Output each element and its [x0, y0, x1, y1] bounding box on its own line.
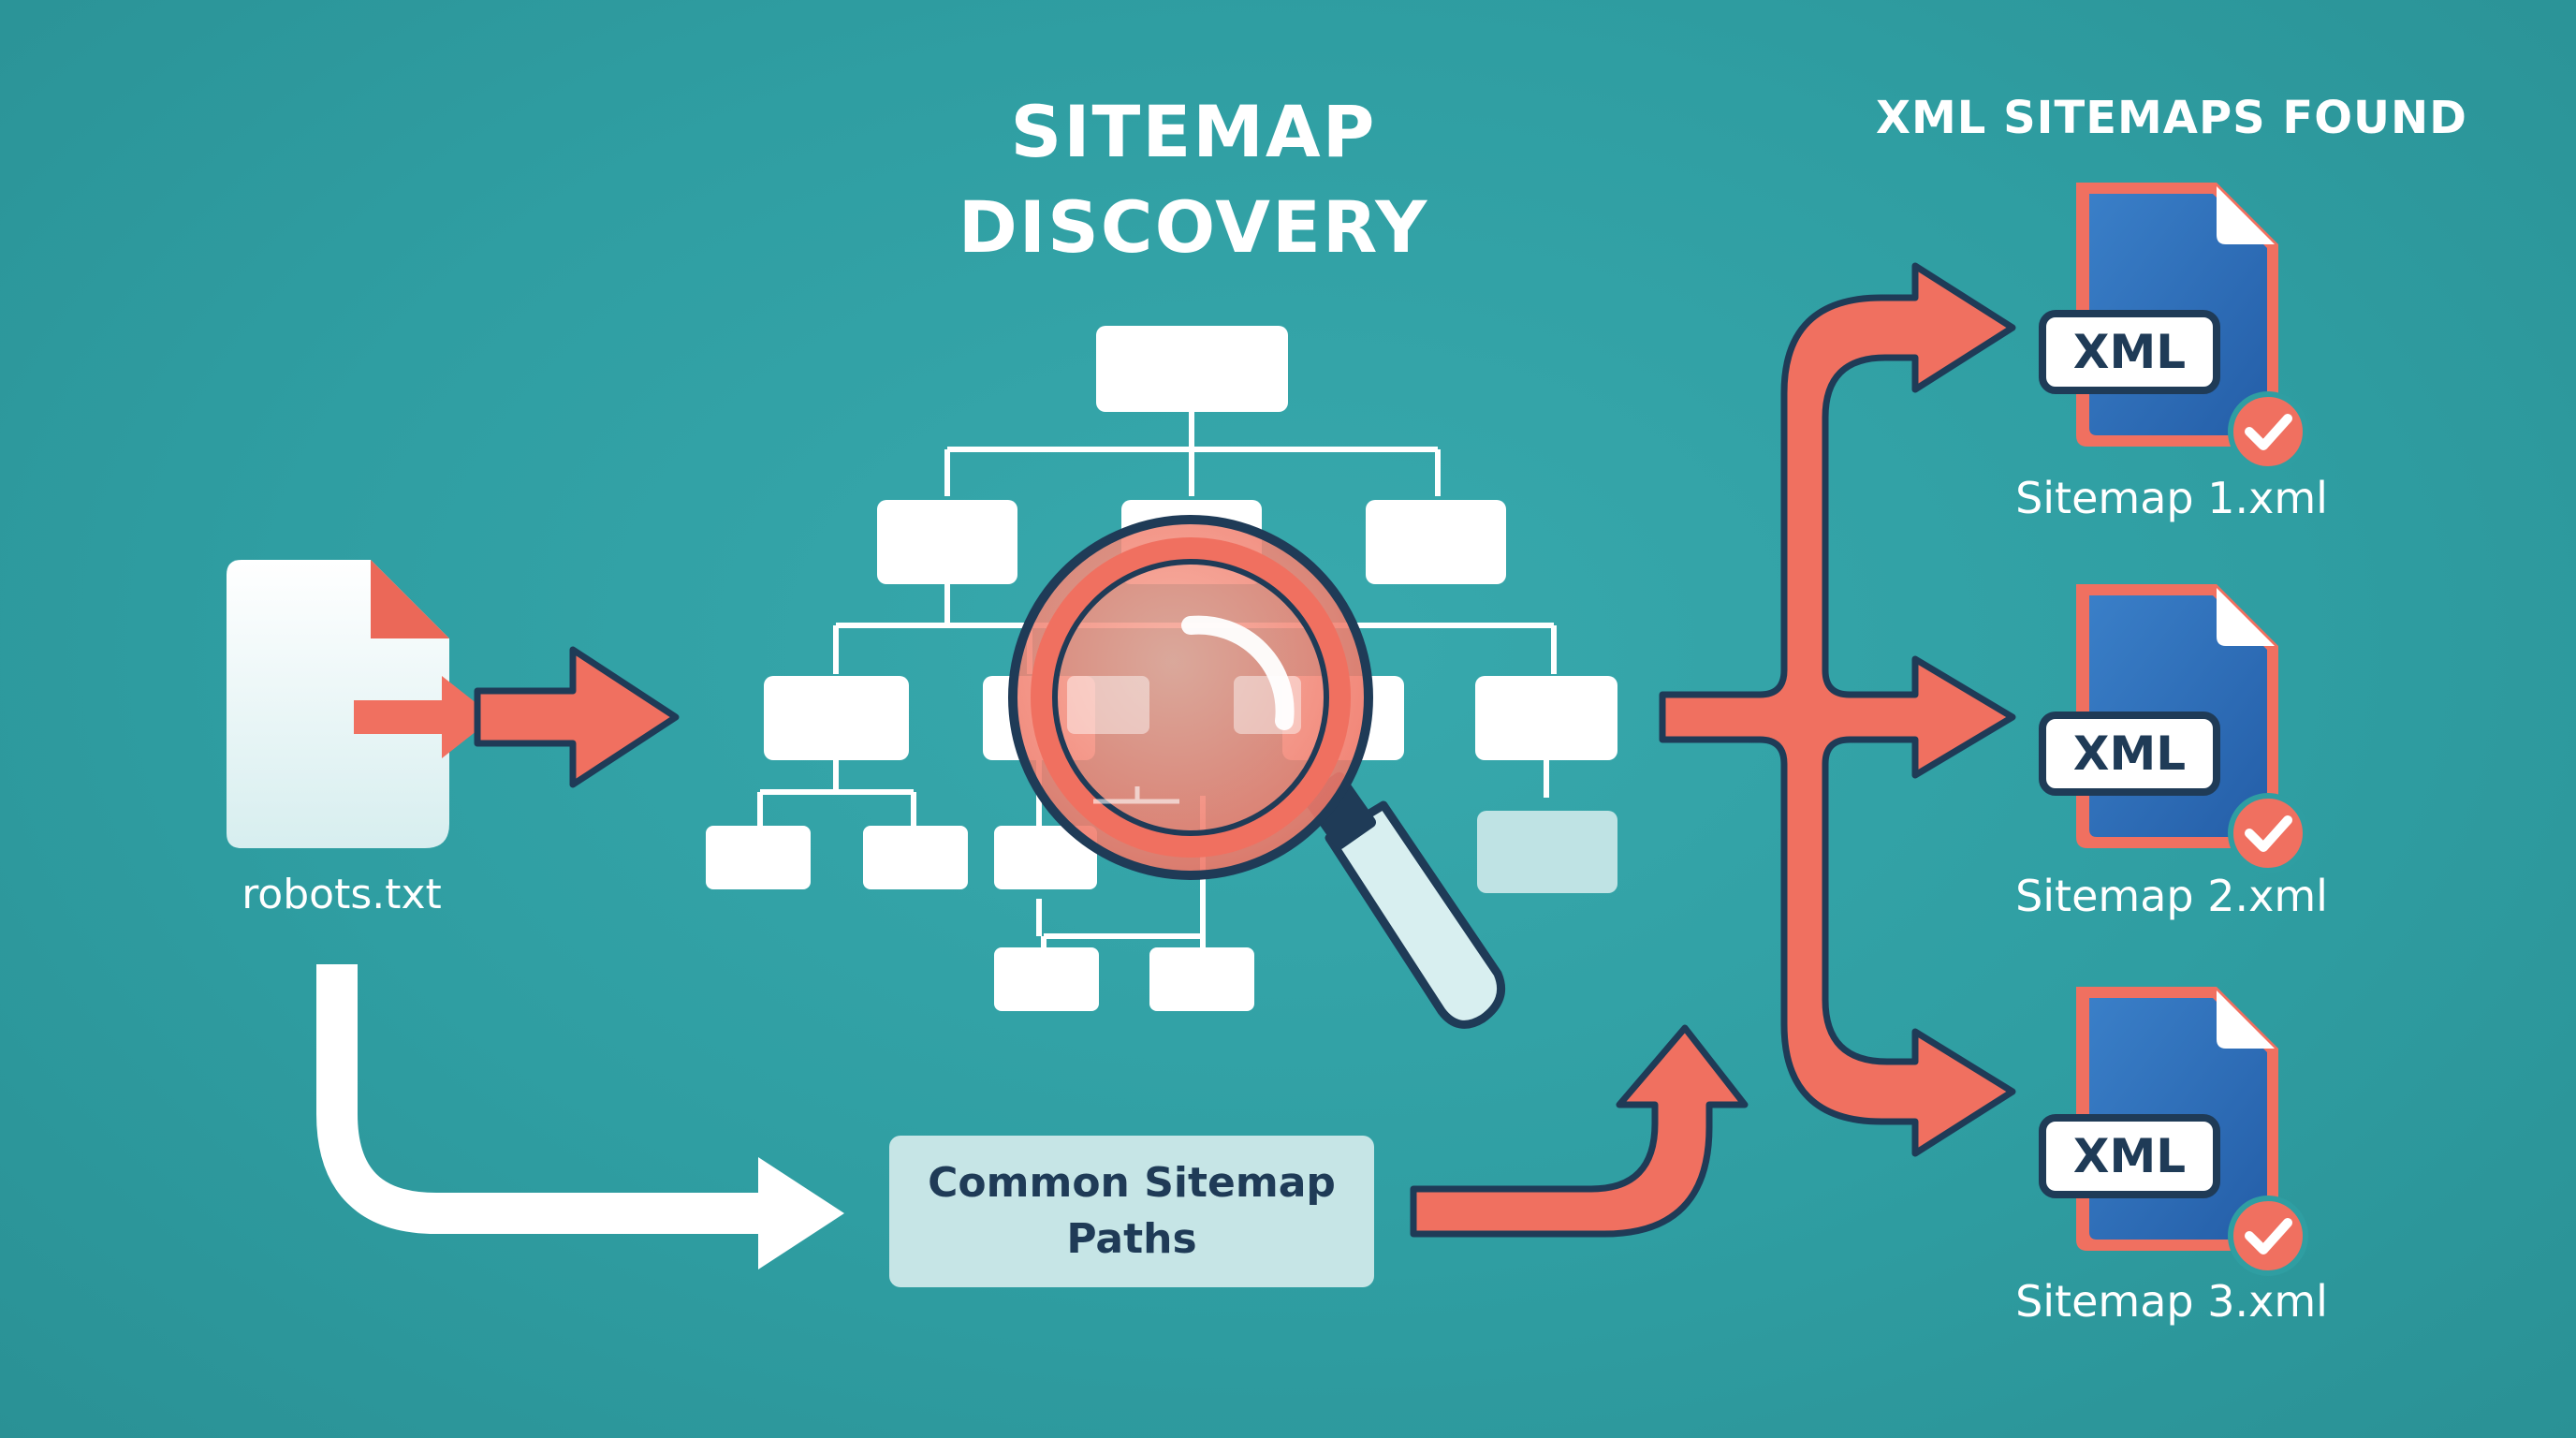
title-line-1: SITEMAP [1010, 90, 1377, 173]
results-heading: XML SITEMAPS FOUND [1876, 92, 2467, 144]
sitemap-2-label: Sitemap 2.xml [2015, 871, 2328, 921]
title-line-2: DISCOVERY [958, 185, 1429, 269]
xml-tag-label: XML [2073, 1129, 2186, 1183]
robots-document-icon [227, 560, 494, 848]
paths-line-1: Common Sitemap [928, 1159, 1336, 1207]
sitemap-3-label: Sitemap 3.xml [2015, 1276, 2328, 1327]
xml-tag-label: XML [2073, 325, 2186, 379]
common-sitemap-paths-box: Common Sitemap Paths [889, 1136, 1374, 1287]
paths-line-2: Paths [1066, 1215, 1197, 1263]
robots-file-label: robots.txt [242, 871, 442, 918]
check-badge-icon [2228, 391, 2308, 472]
fork-arrows [1659, 262, 2016, 1157]
magnifier-icon [1008, 515, 1505, 1029]
check-badge-icon [2228, 793, 2308, 873]
robots-to-paths-arrow [316, 964, 760, 1234]
xml-file-icon: XML [2039, 987, 2308, 1276]
paths-to-results-arrow [1410, 1024, 1749, 1238]
xml-file-icon: XML [2039, 183, 2308, 472]
xml-file-icon: XML [2039, 584, 2308, 873]
sitemap-1-label: Sitemap 1.xml [2015, 473, 2328, 523]
check-badge-icon [2228, 1196, 2308, 1276]
diagram-title: SITEMAP DISCOVERY [824, 84, 1563, 275]
xml-tag-label: XML [2073, 726, 2186, 781]
robots-to-tree-arrow [474, 646, 680, 788]
